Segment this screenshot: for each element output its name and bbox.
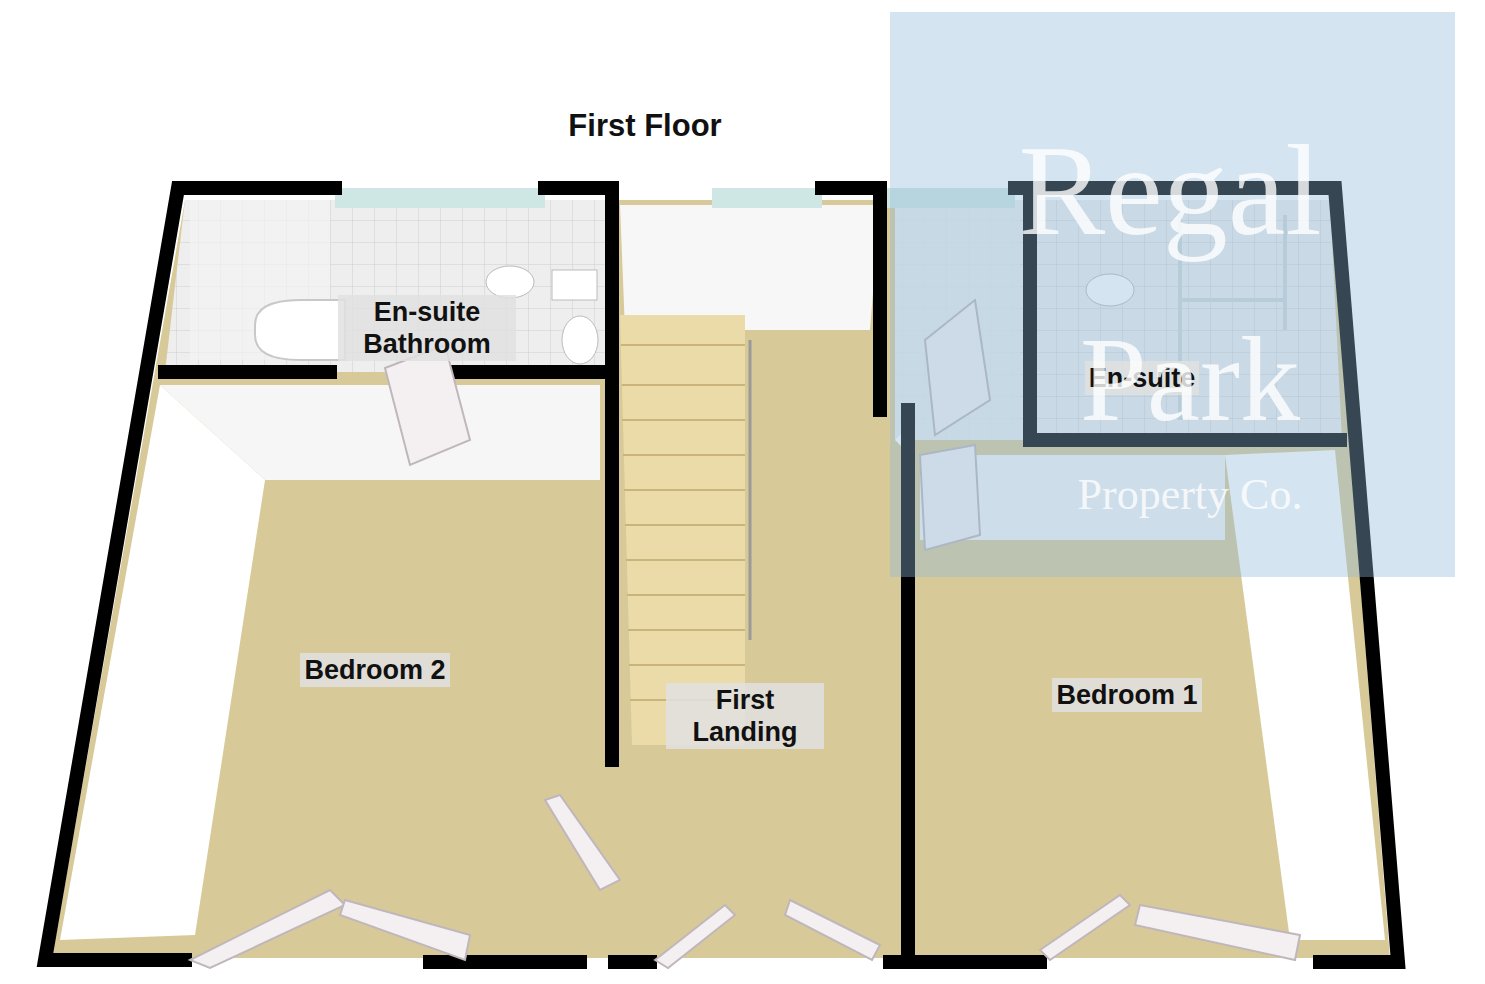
room-label: Bedroom 2 [300,653,449,687]
basin [486,266,534,298]
doors [190,300,1300,968]
wc [552,270,597,300]
watermark-panel [890,12,1455,577]
room-label: Bedroom 1 [1052,678,1201,712]
room-name: Bedroom 2 [304,654,445,686]
watermark-text: Property Co. [1078,473,1303,517]
room-name: First Landing [670,684,820,749]
room-name: En-suite Bathroom [342,296,512,361]
plan-title: First Floor [568,108,721,144]
room-label: En-suite Bathroom [338,295,516,362]
bathroom-floor [165,200,605,372]
handrail [749,340,752,640]
watermark-text: Park [1080,320,1300,440]
room-name: Bedroom 1 [1056,679,1197,711]
window [335,188,545,208]
staircase [620,315,745,745]
bath [255,300,345,360]
watermark-text: Regal [1018,125,1321,255]
stair-treads [621,345,745,700]
room-label: First Landing [666,683,824,750]
